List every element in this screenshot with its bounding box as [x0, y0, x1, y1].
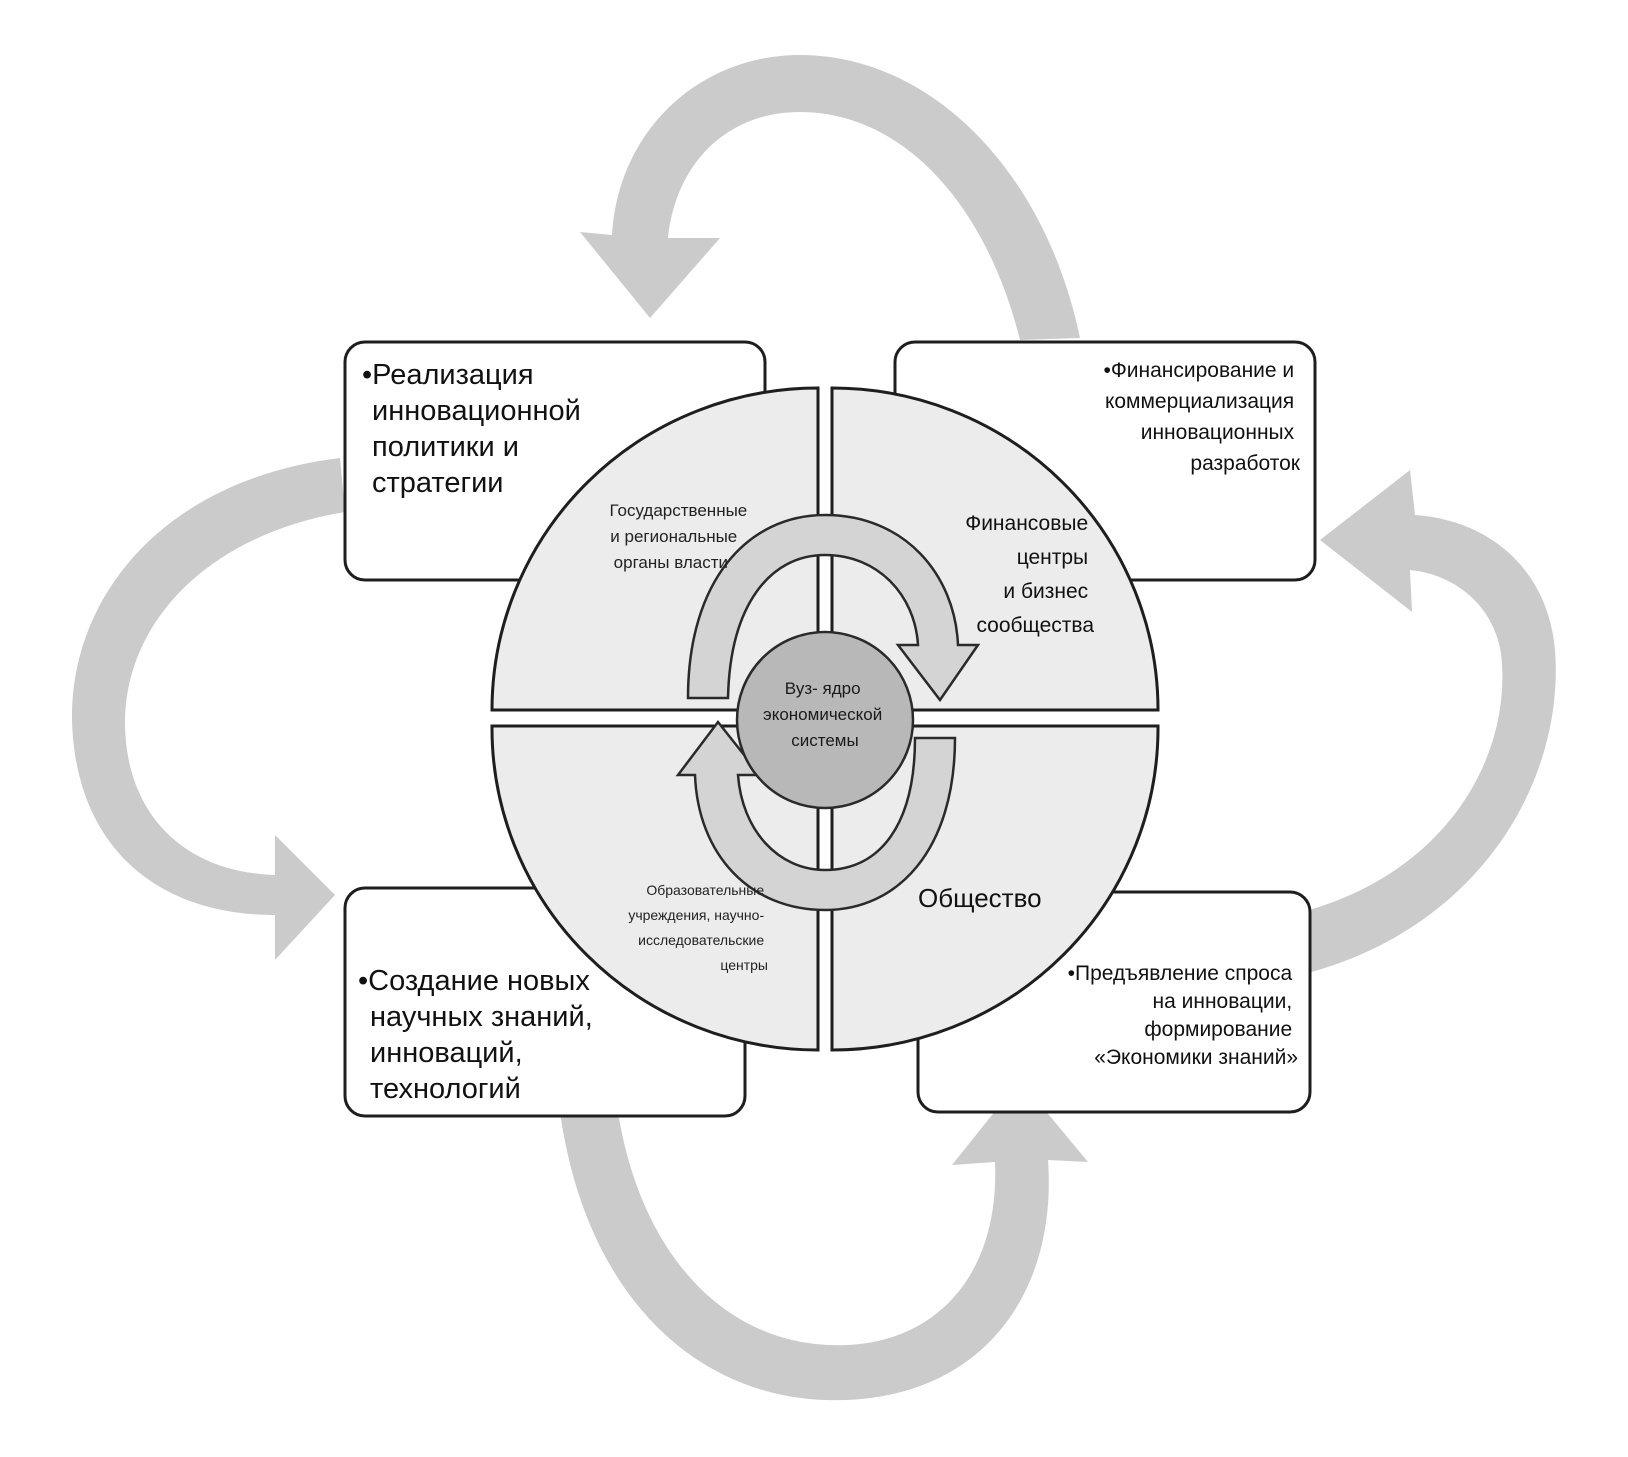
- inner-arrow-bottom: [675, 719, 957, 912]
- sector-bottom-right-label: Общество: [918, 883, 1042, 913]
- sector-top-right: [830, 386, 1160, 712]
- core-label: Вуз- ядро экономической системы: [763, 679, 887, 750]
- outer-arrow-right: [1290, 470, 1556, 975]
- core-circle: [735, 630, 915, 810]
- outer-arrow-bottom: [560, 1080, 1088, 1401]
- sector-top-right-label: Финансовые центры и бизнес сообщества: [965, 512, 1094, 637]
- box-top-right-text: •Финансирование и коммерциализация иннов…: [1103, 359, 1300, 475]
- box-bottom-right-text: •Предъявление спроса на инновации, форми…: [1068, 962, 1298, 1069]
- box-bottom-left-text: •Создание новых научных знаний, инноваци…: [358, 965, 601, 1105]
- inner-arrow-top: [686, 513, 981, 703]
- outer-arrow-top: [580, 55, 1080, 340]
- outer-arrow-left: [71, 458, 345, 960]
- outer-cycle-arrows: [71, 55, 1556, 1401]
- box-top-left-text: •Реализация инновационной политики и стр…: [362, 359, 589, 499]
- sector-top-left-label: Государственные и региональные органы вл…: [609, 501, 752, 572]
- inner-cycle-arrows: [675, 513, 981, 912]
- sector-bottom-left-label: Образовательные учреждения, научно- иссл…: [628, 882, 768, 973]
